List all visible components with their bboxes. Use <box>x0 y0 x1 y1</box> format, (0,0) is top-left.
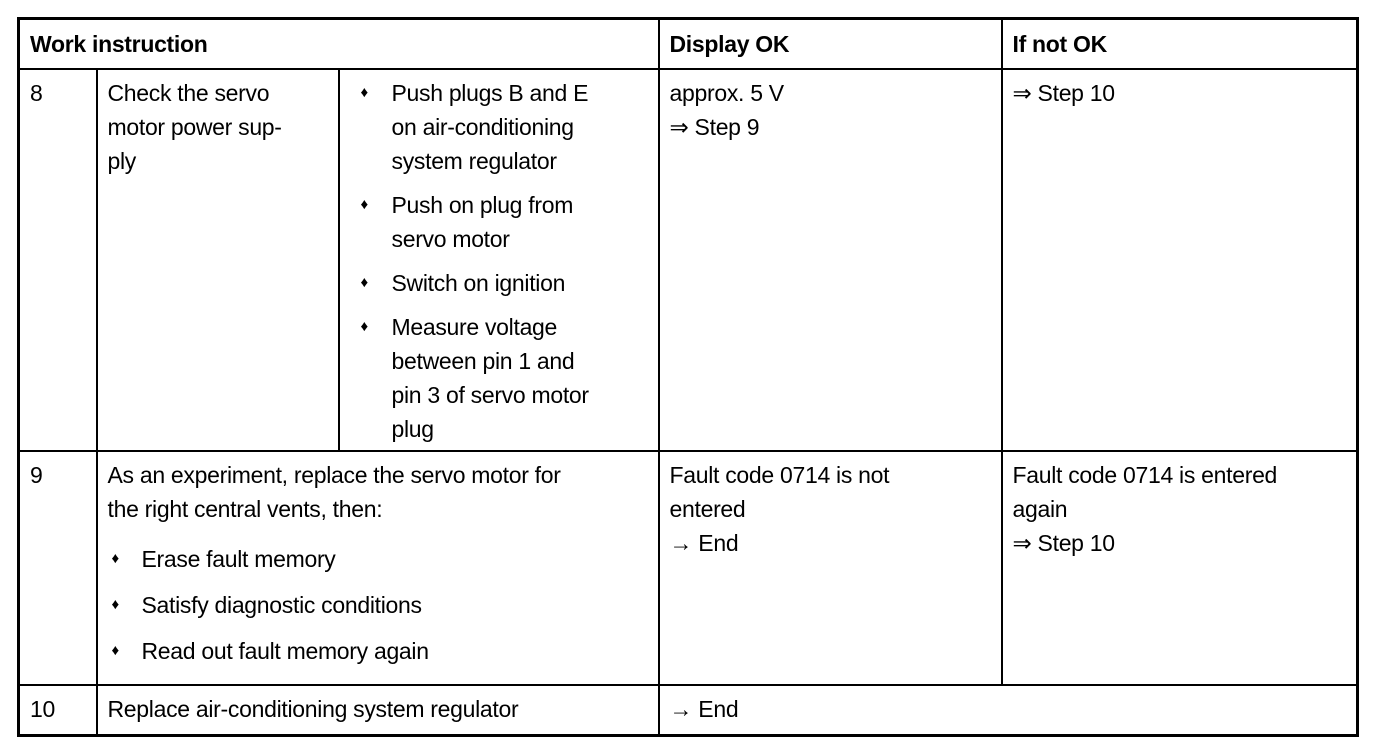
diamond-bullet-icon: ♦ <box>111 641 120 659</box>
action-text: Push plugs B and E on air-conditioning s… <box>391 79 589 174</box>
action-text: Switch on ignition <box>391 269 566 296</box>
action-list: ♦ Erase fault memory ♦ Satisfy diagnosti… <box>108 542 648 668</box>
header-work-instruction: Work instruction <box>17 17 660 70</box>
if-not-ok-cell: Fault code 0714 is entered again ⇒ Step … <box>1000 449 1359 686</box>
diamond-bullet-icon: ♦ <box>360 317 369 335</box>
action-item: ♦ Push plugs B and E on air-conditioning… <box>341 76 652 178</box>
result-cell: → End <box>657 683 1359 737</box>
task-description: Check the servo motor power sup- ply <box>95 67 340 452</box>
diamond-bullet-icon: ♦ <box>360 273 369 291</box>
diamond-bullet-icon: ♦ <box>111 549 120 567</box>
step-number: 9 <box>17 449 98 686</box>
display-ok-cell: approx. 5 V ⇒ Step 9 <box>657 67 1003 452</box>
diagnostic-procedure-table: Work instruction Display OK If not OK 8 … <box>17 17 1359 737</box>
action-item: ♦ Erase fault memory <box>108 542 648 576</box>
action-text: Measure voltage between pin 1 and pin 3 … <box>391 313 590 442</box>
task-description: Replace air-conditioning system regulato… <box>95 683 660 737</box>
diamond-bullet-icon: ♦ <box>360 195 369 213</box>
table-row-step-10: 10 Replace air-conditioning system regul… <box>17 683 1359 737</box>
action-text: Push on plug from servo motor <box>391 191 574 252</box>
action-item: ♦ Switch on ignition <box>341 266 652 300</box>
action-item: ♦ Push on plug from servo motor <box>341 188 652 256</box>
table-row-step-9: 9 As an experiment, replace the servo mo… <box>17 449 1359 686</box>
header-if-not-ok: If not OK <box>1000 17 1359 70</box>
header-display-ok: Display OK <box>657 17 1003 70</box>
step-number: 8 <box>17 67 98 452</box>
task-cell: As an experiment, replace the servo moto… <box>95 449 660 686</box>
action-text: Satisfy diagnostic conditions <box>141 591 423 618</box>
table-row-step-8: 8 Check the servo motor power sup- ply ♦… <box>17 67 1359 452</box>
action-item: ♦ Satisfy diagnostic conditions <box>108 588 648 622</box>
diamond-bullet-icon: ♦ <box>111 595 120 613</box>
action-list: ♦ Push plugs B and E on air-conditioning… <box>337 67 660 452</box>
display-ok-cell: Fault code 0714 is not entered → End <box>657 449 1003 686</box>
action-item: ♦ Measure voltage between pin 1 and pin … <box>341 310 652 446</box>
action-text: Read out fault memory again <box>141 637 430 664</box>
action-text: Erase fault memory <box>141 545 336 572</box>
action-item: ♦ Read out fault memory again <box>108 634 648 668</box>
header-row: Work instruction Display OK If not OK <box>17 17 1359 70</box>
if-not-ok-cell: ⇒ Step 10 <box>1000 67 1359 452</box>
task-description: As an experiment, replace the servo moto… <box>107 461 561 522</box>
diamond-bullet-icon: ♦ <box>360 83 369 101</box>
step-number: 10 <box>17 683 98 737</box>
